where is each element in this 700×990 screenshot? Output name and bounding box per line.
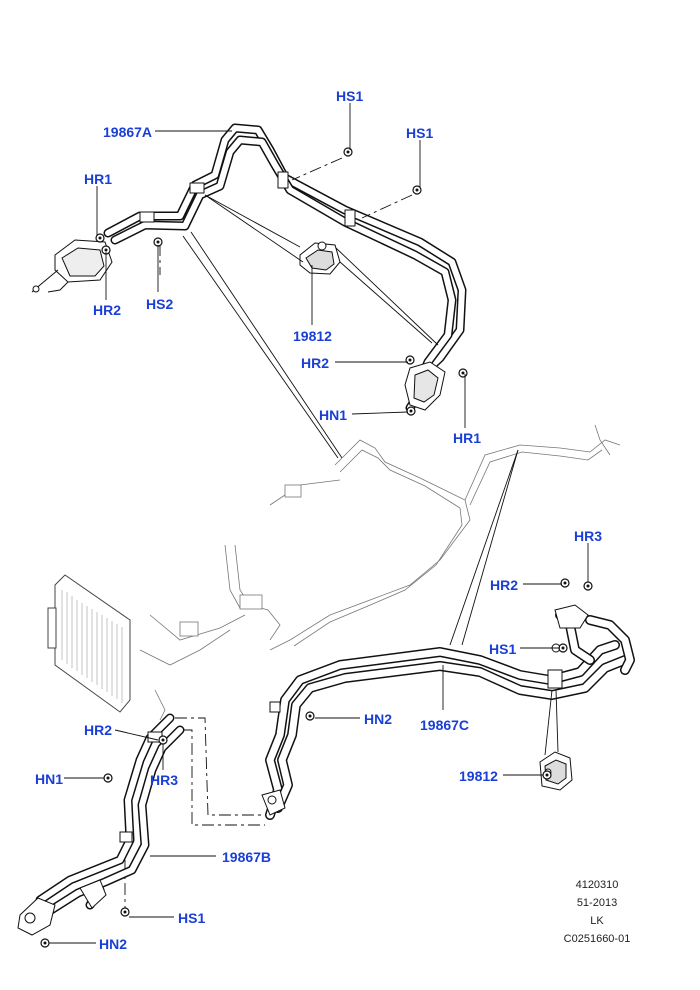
callout-hr3-right: HR3 — [574, 528, 603, 544]
reference-block: 4120310 51-2013 LK C0251660-01 — [552, 876, 642, 948]
callout-hn2-bottom-left: HN2 — [99, 936, 128, 952]
reference-number: 4120310 — [575, 879, 619, 891]
callout-hr2-left: HR2 — [93, 302, 122, 318]
callout-hs1-bottom-left: HS1 — [178, 910, 206, 926]
rear-evaporator-unit — [31, 239, 113, 293]
dashdot-upper — [159, 157, 413, 275]
callout-hr3-bottom-left: HR3 — [150, 772, 179, 788]
pipe-19867b — [35, 713, 185, 917]
reference-date: 51-2013 — [576, 897, 618, 909]
callout-hr2-right: HR2 — [490, 577, 519, 593]
callout-part-19867a: 19867A — [103, 124, 153, 140]
pipe-19867a-connector — [404, 361, 446, 411]
expansion-valve-top — [299, 241, 341, 275]
vehicle-background-routing — [139, 424, 621, 721]
callout-hs1-right: HS1 — [489, 641, 517, 657]
callout-part-19812-top: 19812 — [293, 328, 332, 344]
pipe-19867c — [265, 610, 635, 820]
callout-part-19867b: 19867B — [222, 849, 272, 865]
pipe-19867b-fittings — [17, 731, 163, 936]
callout-part-19812-bottom: 19812 — [459, 768, 498, 784]
callout-part-19867c: 19867C — [420, 717, 470, 733]
callout-hr2-bottom-left: HR2 — [84, 722, 113, 738]
callout-hs1-top-right: HS1 — [406, 125, 434, 141]
reference-code: LK — [590, 915, 604, 927]
reference-id: C0251660-01 — [563, 933, 631, 945]
pipe-19867a — [103, 123, 467, 413]
pipe-19867c-fittings — [261, 604, 589, 816]
callout-hn1-bottom-left: HN1 — [35, 771, 64, 787]
callout-hn2-mid: HN2 — [364, 711, 393, 727]
callout-hr2-mid: HR2 — [301, 355, 330, 371]
callout-hn1-mid: HN1 — [319, 407, 348, 423]
leader-lines-upper — [182, 194, 439, 459]
callout-hr1-left: HR1 — [84, 171, 113, 187]
condenser — [47, 574, 131, 713]
callout-hs2: HS2 — [146, 296, 174, 312]
dashdot-lower — [124, 717, 265, 908]
leader-lines-main — [449, 449, 559, 756]
callout-hs1-top: HS1 — [336, 88, 364, 104]
callout-hr1-mid: HR1 — [453, 430, 482, 446]
callout-leaders — [49, 103, 589, 944]
